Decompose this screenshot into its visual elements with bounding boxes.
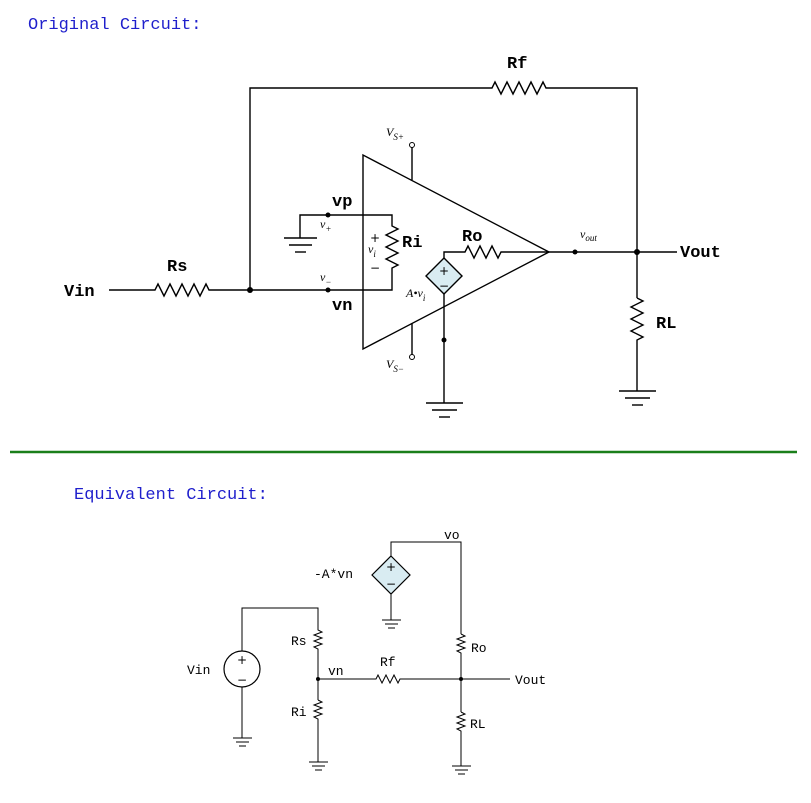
vn-label: vn (332, 297, 352, 316)
rs-resistor (109, 282, 363, 298)
v-i-label: vi (368, 242, 376, 259)
ro-resistor-eq (455, 633, 467, 712)
ro-label: Ro (462, 228, 482, 247)
junction-dot (247, 287, 253, 293)
equivalent-circuit-heading: Equivalent Circuit: (74, 486, 268, 505)
ro-label-eq: Ro (471, 641, 487, 656)
rf-resistor (249, 80, 638, 298)
vin-minus-sign: − (237, 673, 247, 687)
v-out-label: vout (580, 227, 597, 243)
v-minus-label: v− (320, 270, 331, 287)
vin-label-eq: Vin (187, 663, 210, 678)
rl-label: RL (656, 315, 676, 334)
ri-resistor-eq (312, 699, 324, 762)
rl-label-eq: RL (470, 717, 486, 732)
rs-label-eq: Rs (291, 634, 307, 649)
rf-resistor-eq (318, 673, 510, 685)
vs-minus-label: VS− (386, 357, 404, 374)
vn-node (325, 287, 331, 293)
vp-ground-wire (299, 214, 363, 238)
vn-label-eq: vn (328, 664, 344, 679)
rs-resistor-eq (312, 626, 324, 700)
dep-minus-sign: − (386, 577, 396, 591)
rl-resistor (629, 297, 645, 391)
vs-plus-label: VS+ (386, 125, 404, 142)
vo-wire (390, 541, 462, 634)
source-plus-sign: + (439, 264, 449, 278)
ri-label-eq: Ri (291, 705, 307, 720)
dep-source-label: -A*vn (314, 567, 353, 582)
rs-label: Rs (167, 258, 187, 277)
vout-label: Vout (680, 244, 721, 263)
vi-plus-sign: + (370, 231, 380, 245)
source-gain-label: A•vi (405, 286, 426, 303)
rf-label-eq: Rf (380, 655, 396, 670)
vp-label: vp (332, 193, 352, 212)
ri-resistor (363, 214, 400, 291)
rf-label: Rf (507, 55, 527, 74)
ro-resistor (443, 244, 549, 275)
vin-label: Vin (64, 283, 95, 302)
equivalent-circuit: + − + − vo -A*vn (187, 528, 546, 775)
ri-label: Ri (402, 234, 422, 253)
original-circuit: + − Rf Rs Vin vp vn Ri Ro Vout RL VS+ VS… (64, 55, 721, 418)
vin-top-wire (241, 607, 319, 651)
vin-plus-sign: + (237, 653, 247, 667)
dep-plus-sign: + (386, 560, 396, 574)
vout-label-eq: Vout (515, 673, 546, 688)
op-amp-triangle (362, 153, 551, 351)
vp-node (325, 212, 331, 218)
vi-minus-sign: − (370, 261, 380, 275)
source-minus-sign: − (439, 279, 449, 293)
rl-resistor-eq (455, 711, 467, 766)
original-circuit-heading: Original Circuit: (28, 16, 201, 35)
vo-label: vo (444, 528, 460, 543)
v-plus-label: v+ (320, 217, 331, 234)
